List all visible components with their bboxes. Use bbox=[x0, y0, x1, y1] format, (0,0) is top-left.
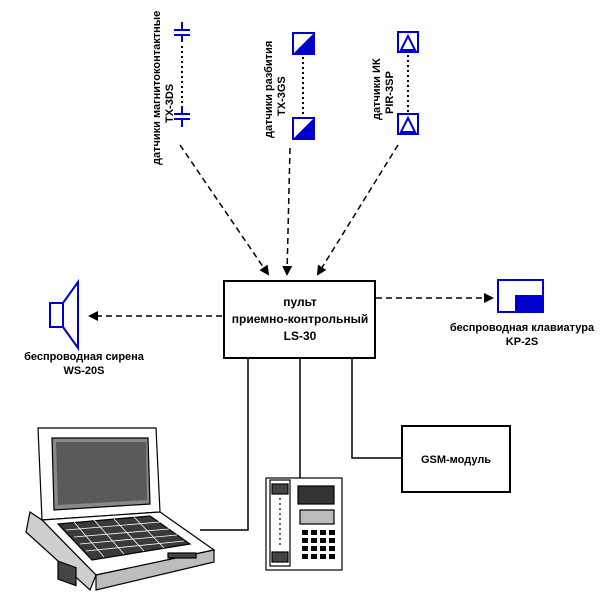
keypad-label-line1: беспроводная клавиатура bbox=[450, 322, 595, 334]
glass-break-sensor-label-line2: TX-3GS bbox=[276, 76, 288, 116]
keypad-label-line2: KP-2S bbox=[506, 336, 538, 348]
siren-label-line2: WS-20S bbox=[64, 365, 105, 377]
control-panel-label-line1: пульт bbox=[283, 295, 317, 309]
glass-break-sensor-icon bbox=[292, 117, 315, 140]
gsm-wire bbox=[351, 358, 402, 459]
reed-switch-icon bbox=[174, 106, 190, 127]
ir-sensor-label: датчики ИК PIR-3SP bbox=[371, 58, 396, 120]
laptop-icon bbox=[25, 427, 216, 592]
speaker-icon bbox=[49, 278, 79, 352]
magnetic-sensor-label: датчики магнитоконтактные TX-3DS bbox=[151, 11, 176, 165]
ir-sensor-label-line2: PIR-3SP bbox=[384, 71, 396, 114]
keypad-icon bbox=[497, 279, 544, 313]
control-panel-label-line3: LS-30 bbox=[284, 329, 317, 343]
glass-break-sensor-label: датчики разбития TX-3GS bbox=[263, 41, 288, 138]
telephone-icon bbox=[265, 477, 343, 571]
pir-sensor-icon bbox=[397, 31, 419, 53]
magnetic-sensor-label-line1: датчики магнитоконтактные bbox=[151, 11, 163, 165]
glass-break-sensor-link bbox=[282, 147, 293, 276]
gsm-module-box bbox=[401, 425, 511, 493]
gsm-module-label: GSM-модуль bbox=[421, 454, 491, 466]
control-panel-box bbox=[223, 280, 376, 359]
ir-sensor-label-line1: датчики ИК bbox=[371, 58, 383, 120]
laptop-wire bbox=[200, 358, 249, 531]
siren-label-line1: беспроводная сирена bbox=[24, 351, 145, 363]
glass-break-sensor-icon bbox=[292, 32, 315, 55]
glass-break-sensor-label-line1: датчики разбития bbox=[263, 41, 275, 138]
reed-switch-icon bbox=[174, 22, 190, 42]
magnetic-sensor-link bbox=[179, 144, 270, 276]
ir-sensor-link bbox=[316, 144, 399, 276]
pir-sensor-icon bbox=[397, 113, 419, 135]
control-panel-label-line2: приемно-контрольный bbox=[232, 312, 368, 326]
magnetic-sensor-label-line2: TX-3DS bbox=[164, 84, 176, 123]
